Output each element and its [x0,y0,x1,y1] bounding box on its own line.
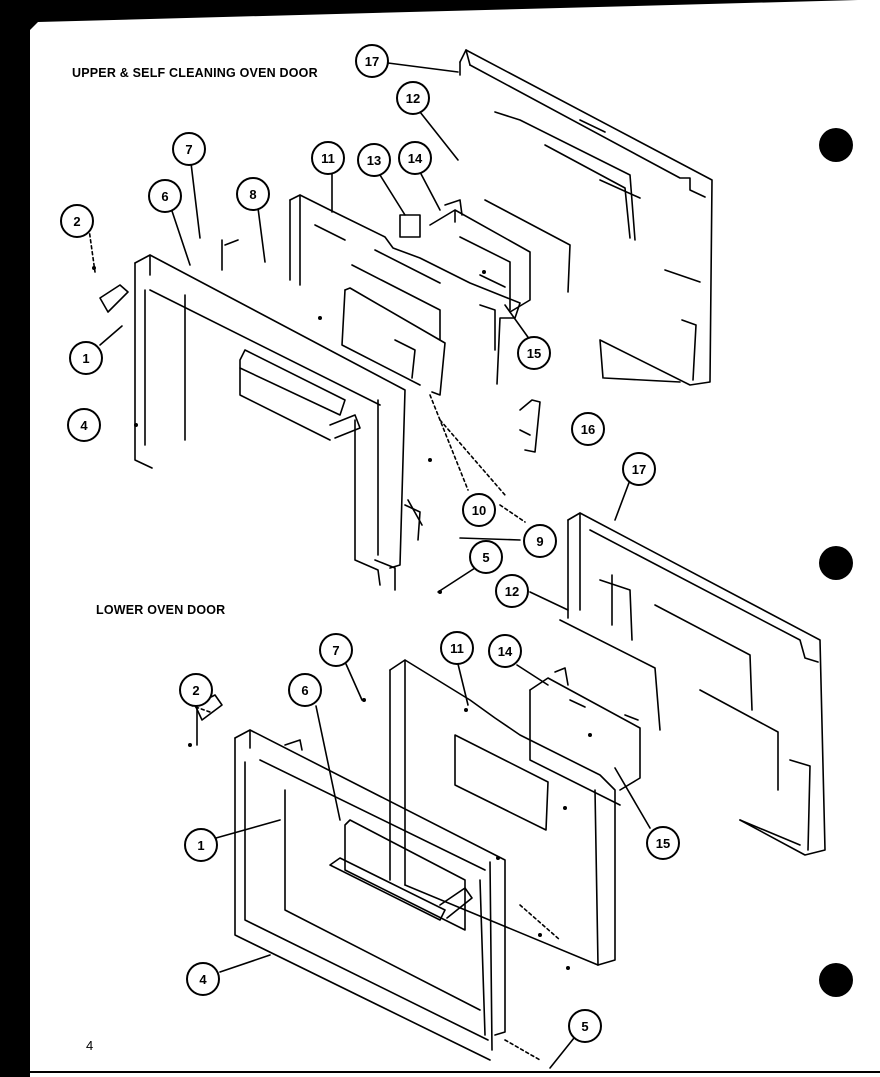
binder-hole-bottom [819,963,853,997]
callout-upper-16: 16 [571,412,605,446]
callout-upper-9: 9 [523,524,557,558]
svg-text:6: 6 [301,683,308,698]
lower-solid-leaders [196,591,651,1069]
upper-clip-detail [519,429,531,436]
callout-lower-5a: 5 [469,540,503,574]
svg-text:1: 1 [197,838,204,853]
callout-lower-6: 6 [288,673,322,707]
callout-upper-15: 15 [517,336,551,370]
svg-text:4: 4 [80,418,88,433]
svg-text:7: 7 [332,643,339,658]
lower-section-title: LOWER OVEN DOOR [96,603,226,617]
callout-lower-17: 17 [622,452,656,486]
svg-text:14: 14 [408,151,423,166]
hardware-dots [92,266,592,970]
paper-sheet [30,0,880,1077]
upper-section-title: UPPER & SELF CLEANING OVEN DOOR [72,66,318,80]
callout-upper-13: 13 [357,143,391,177]
svg-text:12: 12 [406,91,420,106]
svg-text:15: 15 [656,836,670,851]
binder-hole-middle [819,546,853,580]
svg-text:14: 14 [498,644,513,659]
binder-hole-top [819,128,853,162]
page-number: 4 [86,1038,94,1053]
svg-text:15: 15 [527,346,541,361]
svg-text:4: 4 [199,972,207,987]
svg-text:10: 10 [472,503,486,518]
callout-upper-6: 6 [148,179,182,213]
lower-inner-door-panel [559,512,826,856]
callout-upper-11: 11 [311,141,345,175]
callout-upper-10: 10 [462,493,496,527]
upper-glass-assembly [221,239,446,396]
callout-lower-12: 12 [495,574,529,608]
svg-text:1: 1 [82,351,89,366]
callout-lower-4: 4 [186,962,220,996]
callout-lower-15: 15 [646,826,680,860]
callout-upper-17: 17 [355,44,389,78]
callouts: 17 12 7 11 13 14 6 8 [60,44,680,1043]
callout-lower-11: 11 [440,631,474,665]
callout-lower-5b: 5 [568,1009,602,1043]
callout-upper-14: 14 [398,141,432,175]
callout-upper-1: 1 [69,341,103,375]
svg-text:17: 17 [632,462,646,477]
svg-text:16: 16 [581,422,595,437]
upper-solid-leaders [99,62,631,593]
svg-text:5: 5 [482,550,489,565]
lower-insulation-panel [389,659,616,966]
svg-text:7: 7 [185,142,192,157]
upper-hinge-box [399,199,531,313]
svg-text:11: 11 [321,151,335,166]
svg-text:9: 9 [536,534,543,549]
callout-lower-1: 1 [184,828,218,862]
svg-text:2: 2 [192,683,199,698]
lower-outer-door [194,694,506,1061]
callout-lower-2: 2 [179,673,213,707]
svg-text:5: 5 [581,1019,588,1034]
svg-text:8: 8 [249,187,256,202]
callout-upper-7: 7 [172,132,206,166]
svg-text:11: 11 [450,641,464,656]
svg-text:12: 12 [505,584,519,599]
callout-upper-2: 2 [60,204,94,238]
callout-lower-7: 7 [319,633,353,667]
callout-upper-4: 4 [67,408,101,442]
svg-text:2: 2 [73,214,80,229]
callout-upper-8: 8 [236,177,270,211]
svg-text:17: 17 [365,54,379,69]
svg-text:13: 13 [367,153,381,168]
callout-lower-14: 14 [488,634,522,668]
callout-upper-12: 12 [396,81,430,115]
upper-outer-door [99,254,423,591]
svg-text:6: 6 [161,189,168,204]
upper-insulation-panel [289,194,521,385]
upper-inner-door-panel [459,49,713,386]
upper-clip [519,399,541,453]
